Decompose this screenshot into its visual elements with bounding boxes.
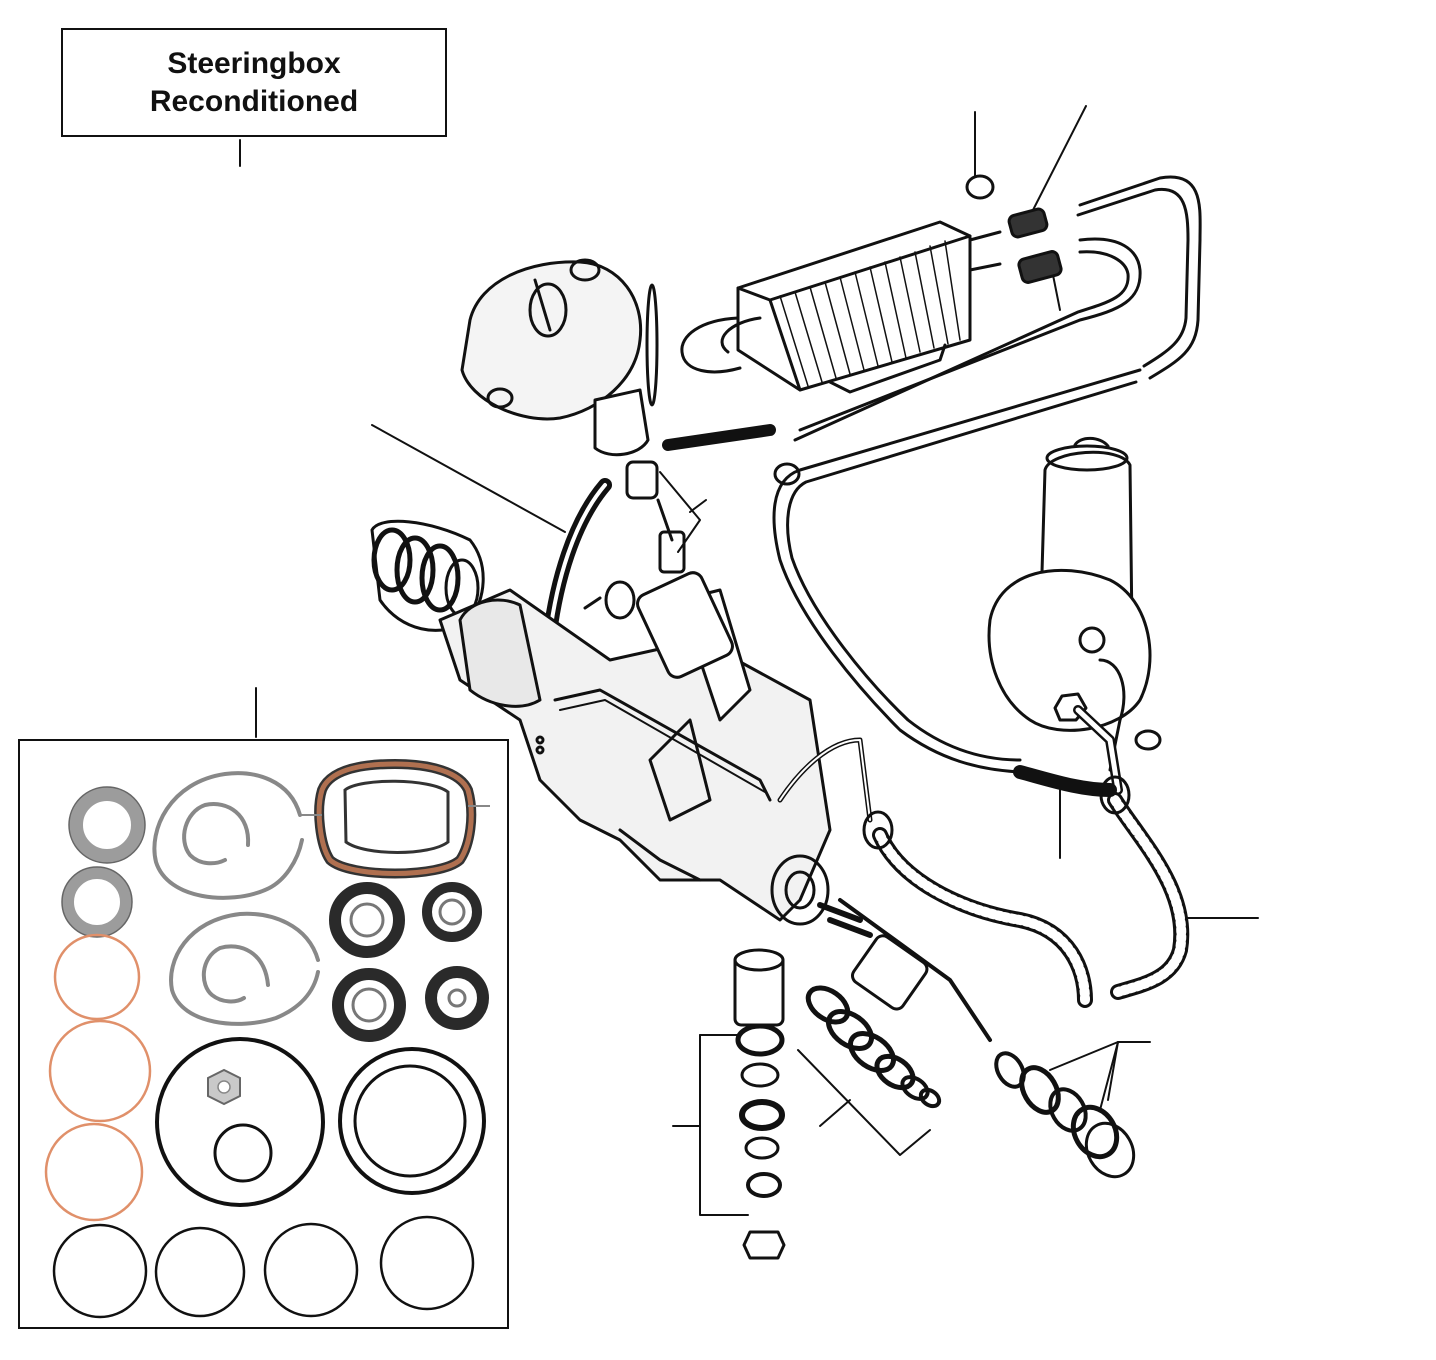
lock-nut <box>207 1068 241 1106</box>
pressure-hoses <box>777 737 1190 1008</box>
title-line-2: Reconditioned <box>149 84 359 118</box>
title-line-1: Steeringbox <box>167 46 341 80</box>
steering-box-housing <box>438 571 832 926</box>
cooler-hoses <box>772 174 1202 774</box>
piston-and-rod <box>817 898 992 1042</box>
valve-spool <box>994 1051 1136 1179</box>
circlips <box>152 771 320 1026</box>
steering-bellows <box>370 519 485 632</box>
small-clips <box>535 580 636 755</box>
leader-lines <box>239 105 1259 1216</box>
oil-seals <box>329 882 489 1042</box>
seal-kit-panel <box>18 739 509 1329</box>
metal-washers <box>61 786 146 938</box>
copper-rings <box>44 933 152 1222</box>
oil-cooler <box>680 220 1002 394</box>
pump-reservoir <box>987 436 1162 795</box>
flange-gasket <box>300 758 490 879</box>
valve-cover <box>460 258 686 574</box>
o-rings <box>52 1037 486 1319</box>
bearing-washer-stack <box>733 948 786 1260</box>
title-callout: Steeringbox Reconditioned <box>61 28 447 137</box>
spring-stack <box>805 985 942 1109</box>
